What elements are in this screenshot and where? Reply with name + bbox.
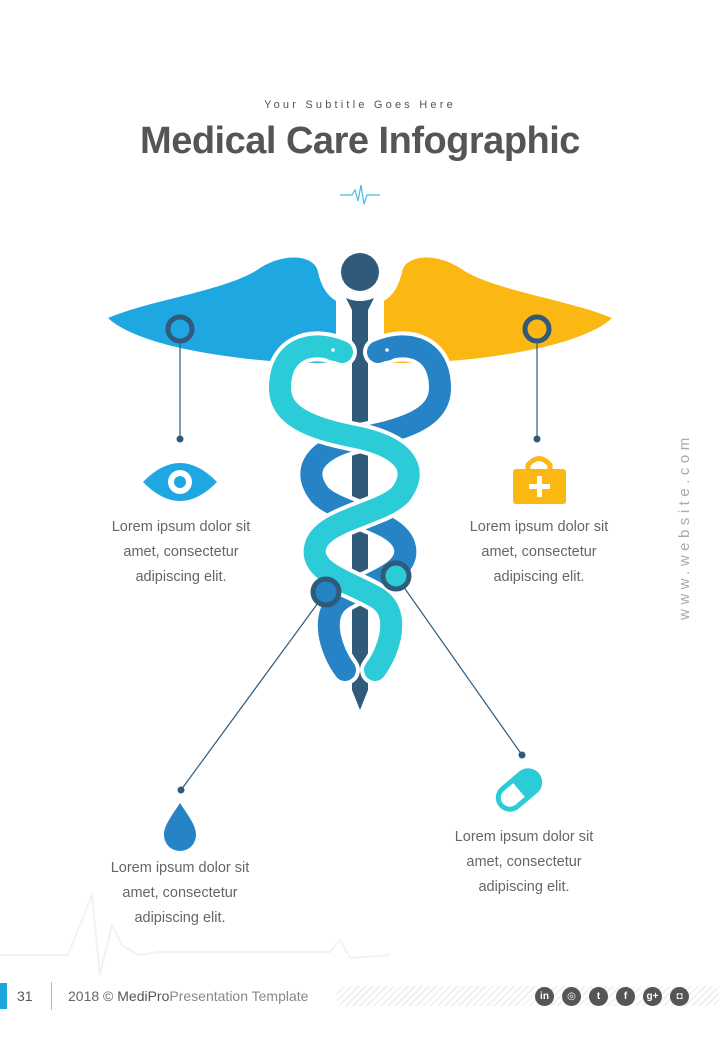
website-url[interactable]: www.website.com <box>676 433 693 620</box>
linkedin-icon[interactable]: in <box>535 987 554 1006</box>
marker-ring <box>165 314 195 344</box>
eye-icon <box>143 463 217 501</box>
medical-kit-icon <box>513 456 566 504</box>
item-description-eye: Lorem ipsum dolor sit amet, consectetur … <box>111 519 251 585</box>
twitter-icon[interactable]: t <box>589 987 608 1006</box>
dribbble-icon[interactable]: ◎ <box>562 987 581 1006</box>
instagram-icon[interactable]: ◘ <box>670 987 689 1006</box>
left-wing <box>108 257 345 363</box>
footer-brand: MediPro <box>117 988 170 1004</box>
item-description-pill: Lorem ipsum dolor sit amet, consectetur … <box>454 829 594 895</box>
marker-ring <box>380 560 412 592</box>
item-description-drop: Lorem ipsum dolor sit amet, consectetur … <box>110 860 250 926</box>
subtitle: Your Subtitle Goes Here <box>264 99 456 111</box>
drop-icon <box>164 803 196 851</box>
staff-knob <box>341 253 379 291</box>
heartbeat-icon <box>340 184 380 205</box>
marker-ring <box>522 314 552 344</box>
google-plus-icon[interactable]: g+ <box>643 987 662 1006</box>
footer-accent-bar <box>0 983 7 1009</box>
footer-divider <box>51 982 52 1010</box>
page-number: 31 <box>17 988 33 1004</box>
footer-copyright: 2018 © MediProPresentation Template <box>68 988 309 1004</box>
social-links: in ◎ t f g+ ◘ <box>535 987 689 1006</box>
facebook-icon[interactable]: f <box>616 987 635 1006</box>
item-description-kit: Lorem ipsum dolor sit amet, consectetur … <box>469 519 609 585</box>
page-title: Medical Care Infographic <box>140 120 580 162</box>
pill-icon <box>495 768 543 812</box>
marker-ring <box>310 576 342 608</box>
right-wing <box>375 257 612 363</box>
